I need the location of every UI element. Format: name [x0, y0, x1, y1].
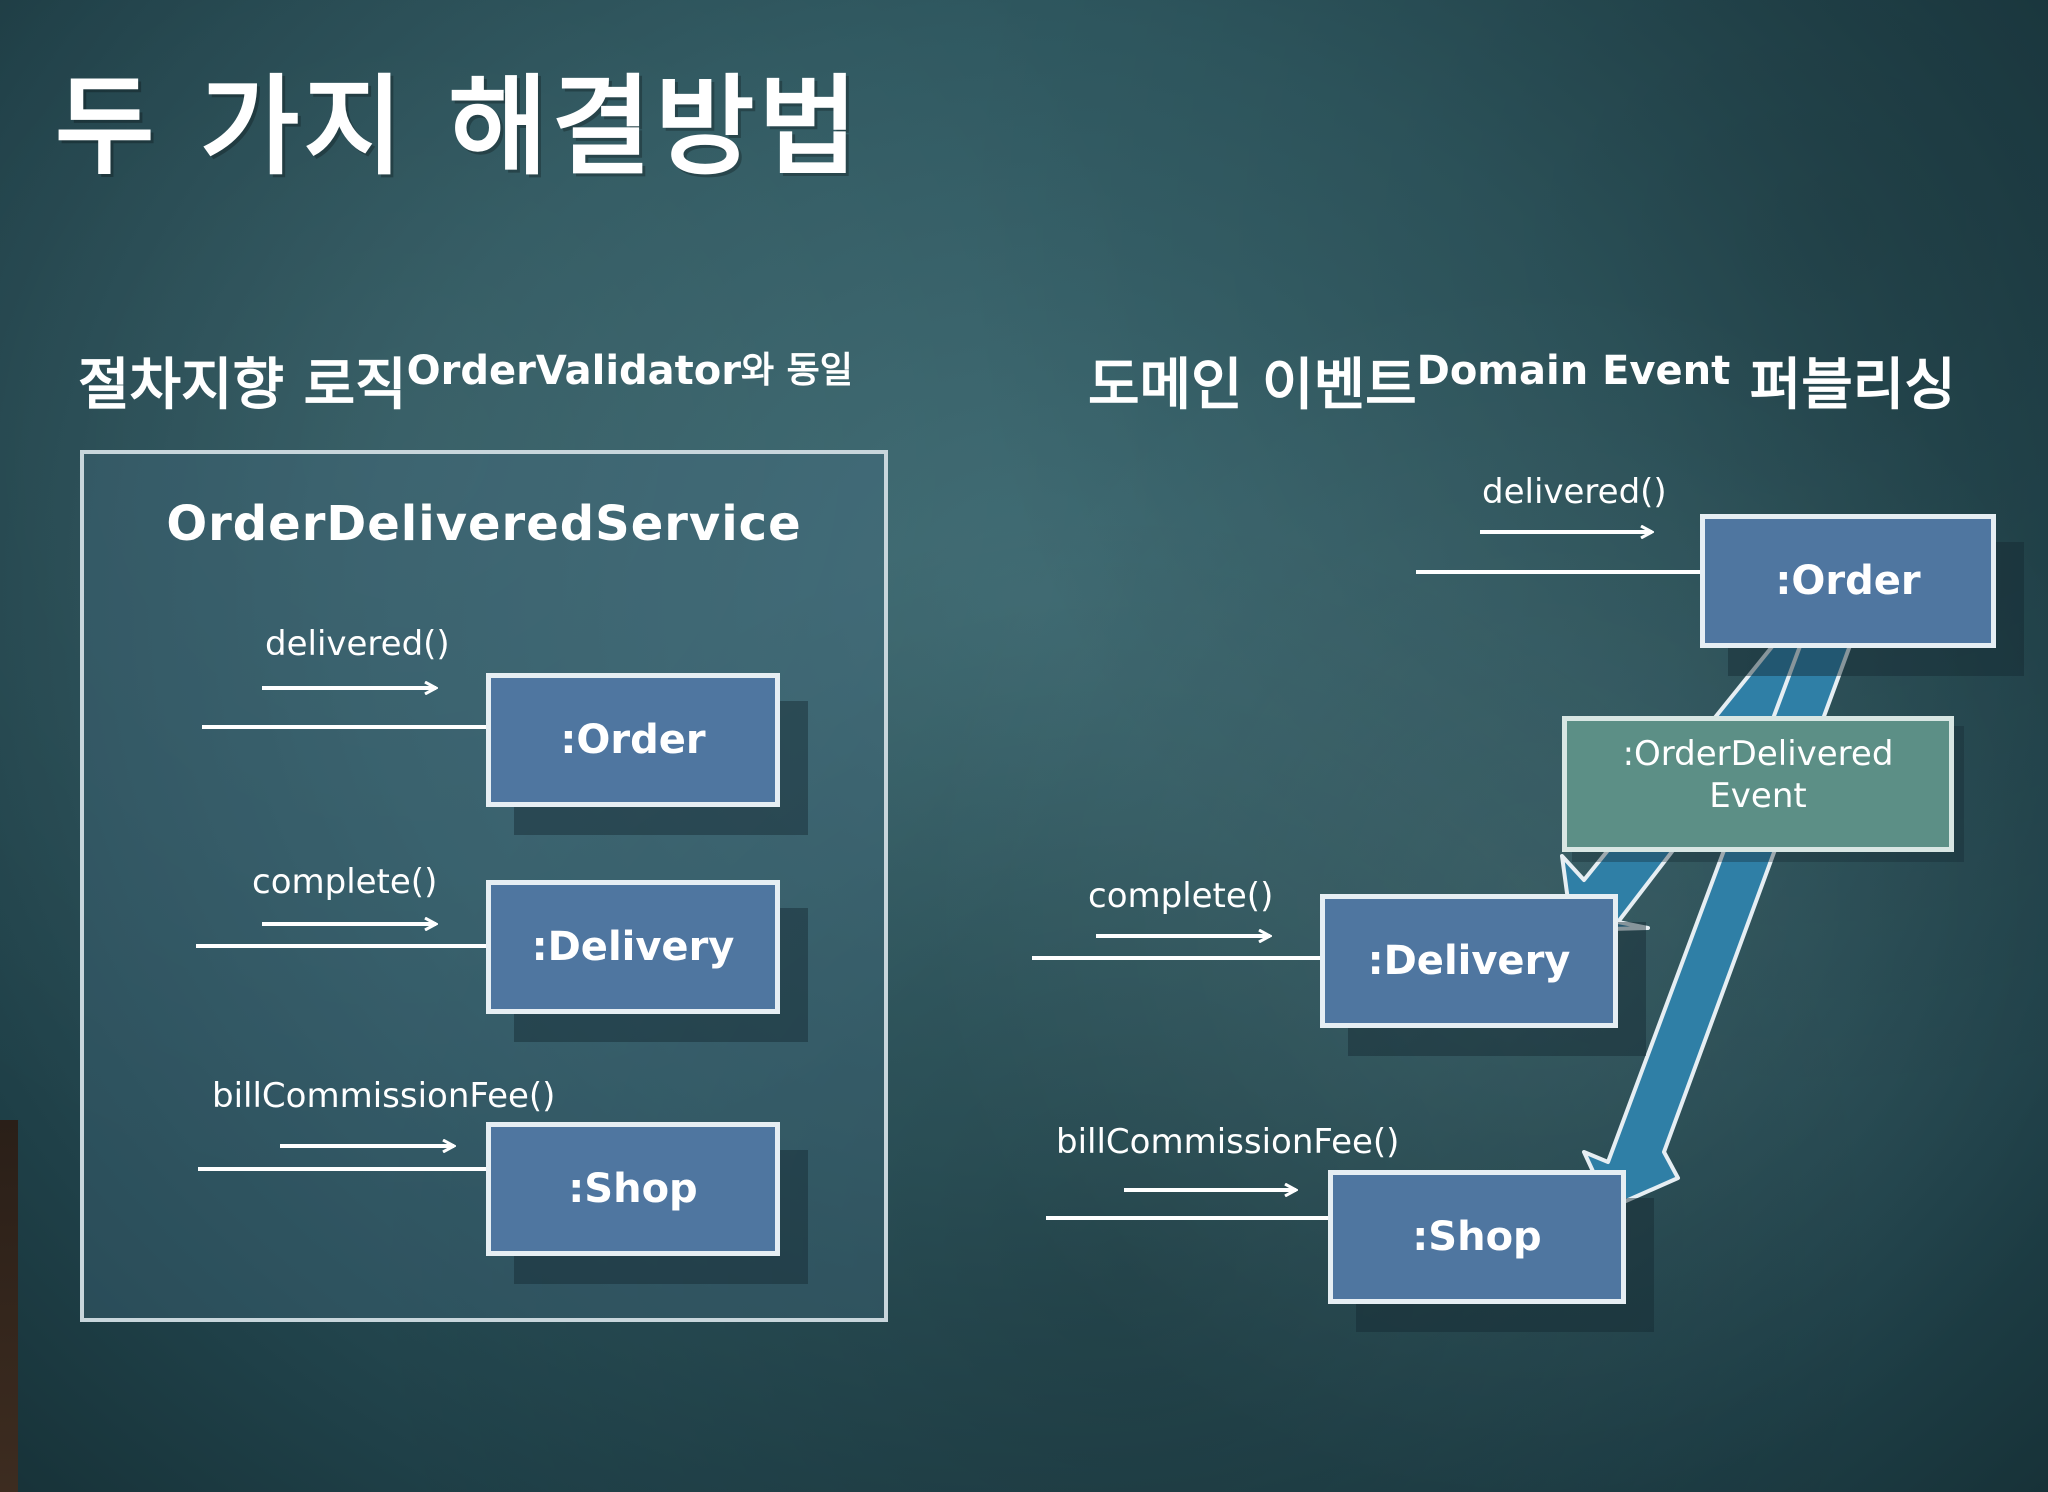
right-heading-main: 도메인 이벤트	[1088, 353, 1417, 418]
right-shop-object: :Shop	[1328, 1170, 1626, 1304]
left-shop-message: billCommissionFee()	[212, 1076, 556, 1116]
left-heading-main: 절차지향 로직	[78, 353, 407, 418]
event-line-2: Event	[1709, 776, 1807, 816]
left-heading-post: 와 동일	[740, 350, 853, 391]
left-heading: 절차지향 로직OrderValidator와 동일	[78, 340, 853, 421]
right-heading-sup: Domain Event	[1416, 348, 1731, 394]
left-heading-sup: OrderValidator	[406, 348, 741, 394]
right-delivery-object: :Delivery	[1320, 894, 1618, 1028]
slide-title: 두 가지 해결방법	[55, 65, 862, 190]
service-title: OrderDeliveredService	[166, 496, 802, 552]
left-delivery-object: :Delivery	[486, 880, 780, 1014]
left-shop-object: :Shop	[486, 1122, 780, 1256]
event-line-1: :OrderDelivered	[1622, 734, 1894, 774]
right-order-object: :Order	[1700, 514, 1996, 648]
left-order-object: :Order	[486, 673, 780, 807]
left-delivery-message: complete()	[252, 862, 438, 902]
right-order-message: delivered()	[1482, 472, 1667, 512]
right-shop-message: billCommissionFee()	[1056, 1122, 1400, 1162]
left-order-message: delivered()	[265, 624, 450, 664]
order-delivered-event-object: :OrderDelivered Event	[1562, 716, 1954, 852]
right-heading: 도메인 이벤트Domain Event 퍼블리싱	[1088, 340, 1956, 421]
right-heading-post: 퍼블리싱	[1730, 353, 1956, 418]
right-delivery-message: complete()	[1088, 876, 1274, 916]
left-edge-strip	[0, 1120, 18, 1492]
